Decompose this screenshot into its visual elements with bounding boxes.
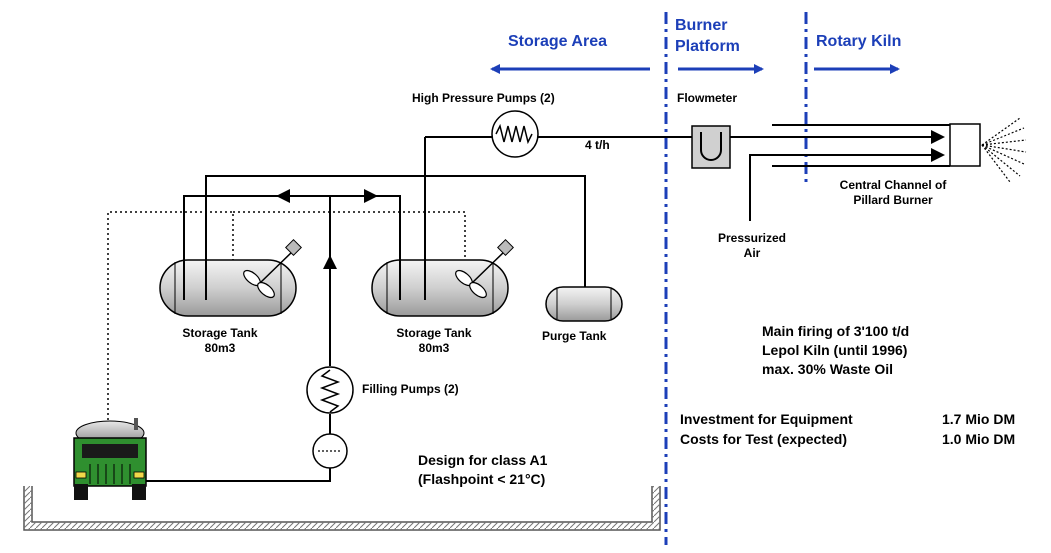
design-class-line: (Flashpoint < 21°C) [418,471,546,487]
storage-tank-1-label-line2: 80m3 [204,341,236,355]
pressurized-air-label-line2: Air [743,246,761,260]
flowmeter-icon [691,125,731,169]
tanker-truck-icon [73,418,147,500]
vent-lines [107,211,466,420]
agitator-icon [455,239,514,299]
spray-icon [981,117,1027,183]
cost-label: Costs for Test (expected) [680,431,847,447]
storage-tank-2-label-line1: Storage Tank [396,326,472,340]
zone-label-burner-platform-line1: Burner [675,17,728,34]
high-pressure-pump-icon [491,110,539,158]
storage-tank-2-label-line2: 80m3 [418,341,450,355]
purge-tank [545,286,623,322]
design-class-line: Design for class A1 [418,452,548,468]
filling-pump-icon [306,366,354,414]
design-class-note: Design for class A1 (Flashpoint < 21°C) [418,451,547,489]
pressurized-air-label-line1: Pressurized [717,231,787,245]
cost-value: 1.0 Mio DM [942,431,1016,447]
high-pressure-pumps-label: High Pressure Pumps (2) [412,91,555,105]
zone-label-storage-area: Storage Area [508,33,607,50]
zone-label-burner-platform-line2: Platform [675,38,740,55]
cost-label: Investment for Equipment [680,411,853,427]
storage-tank-1-label-line1: Storage Tank [182,326,258,340]
main-firing-line: max. 30% Waste Oil [762,361,893,377]
containment-basin [23,486,661,531]
filling-pumps-label: Filling Pumps (2) [362,382,459,396]
zone-label-rotary-kiln: Rotary Kiln [816,33,902,50]
purge-tank-label: Purge Tank [542,329,607,343]
storage-tank-1 [159,239,302,317]
agitator-icon [243,239,302,299]
main-firing-line: Lepol Kiln (until 1996) [762,342,908,358]
central-channel-label-line1: Central Channel of [839,178,947,192]
storage-tank-2 [371,239,514,317]
cost-value: 1.7 Mio DM [942,411,1016,427]
burner-nozzle [949,117,1027,183]
main-firing-line: Main firing of 3'100 t/d [762,323,910,339]
flow-arrows [276,130,945,269]
filter-icon [312,433,348,469]
flow-rate-label: 4 t/h [585,138,610,152]
flowmeter-label: Flowmeter [677,91,738,105]
main-firing-note: Main firing of 3'100 t/d Lepol Kiln (unt… [762,322,909,379]
central-channel-label-line2: Pillard Burner [853,193,933,207]
